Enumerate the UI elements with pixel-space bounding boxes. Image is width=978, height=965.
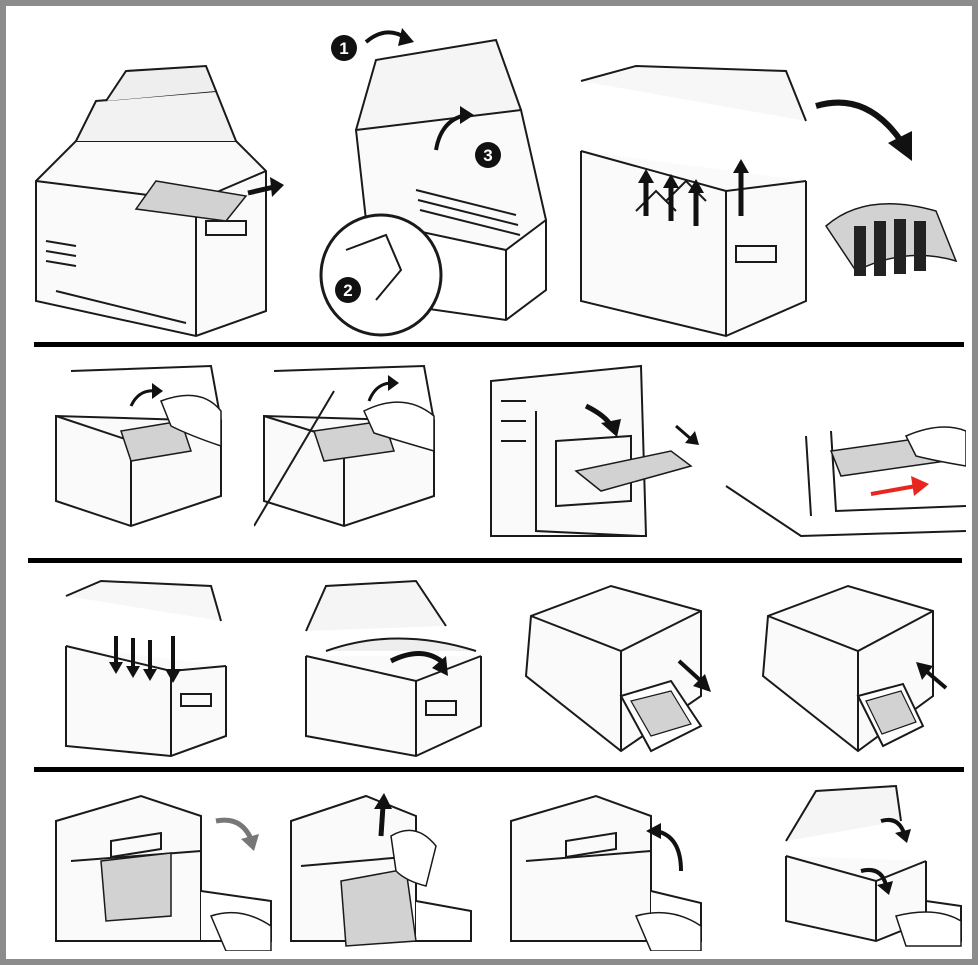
step-badge-1: 1 <box>331 35 357 61</box>
hand-icon <box>160 394 222 448</box>
hand-icon <box>904 426 966 467</box>
straight-arrow-icon <box>916 662 948 690</box>
panel-open-front-cover <box>51 791 276 951</box>
curved-arrow-icon <box>646 823 683 872</box>
drum-stack-on-paper <box>825 202 958 276</box>
curved-arrow-icon <box>215 817 259 851</box>
accent-arrow-icon <box>870 476 929 496</box>
curved-arrow-icon <box>584 403 621 437</box>
straight-arrow-icon <box>677 659 711 692</box>
straight-arrow-icon <box>374 793 392 837</box>
hand-icon <box>390 829 437 887</box>
paper-sheet-icon <box>630 690 692 737</box>
row-divider-2 <box>28 558 962 563</box>
hand-icon <box>895 911 962 947</box>
svg-text:3: 3 <box>483 146 492 165</box>
paper-sheet-icon <box>865 690 917 735</box>
paper-sheet-icon <box>574 450 693 492</box>
row-divider-3 <box>34 767 964 772</box>
row-divider-1 <box>34 342 964 347</box>
panel-reinstall-drums <box>61 576 231 761</box>
curved-arrow-icon <box>364 28 414 46</box>
panel-close-front-cover <box>506 791 706 951</box>
panel-pull-out-tray <box>521 576 736 761</box>
curved-arrow-icon <box>434 106 474 151</box>
hand-icon <box>209 911 272 951</box>
paper-sheet-icon <box>340 868 417 947</box>
curved-arrow-icon <box>129 383 163 407</box>
curved-arrow-icon <box>860 868 893 895</box>
step-badge-2: 2 <box>335 277 361 303</box>
hand-icon <box>634 911 702 951</box>
straight-arrow-icon <box>675 424 699 445</box>
panel-pull-jammed-paper-up <box>286 791 476 951</box>
panel-remove-image-drums <box>576 61 966 341</box>
curved-arrow-icon <box>389 651 448 676</box>
panel-close-top-cover <box>296 576 486 761</box>
panel-remove-paper-fuser-b <box>254 361 439 536</box>
step-badge-3: 3 <box>475 142 501 168</box>
panel-remove-paper-fuser-a <box>51 361 226 531</box>
straight-arrow-icon <box>247 177 284 197</box>
straight-arrow-icon <box>643 171 744 226</box>
straight-arrow-icon <box>114 636 175 671</box>
svg-text:2: 2 <box>343 281 352 300</box>
paper-sheet-icon <box>120 420 192 462</box>
paper-sheet-icon <box>100 852 172 922</box>
panel-open-top-cover-steps: 1 2 3 <box>306 20 561 342</box>
svg-text:1: 1 <box>339 39 348 58</box>
panel-lower-scanner <box>776 781 966 951</box>
magnifier-inset <box>319 213 443 337</box>
panel-push-in-tray <box>758 576 963 761</box>
panel-rear-exit-remove-paper <box>481 361 711 546</box>
curved-arrow-icon <box>880 817 911 843</box>
paper-sheet-icon <box>134 180 248 222</box>
curved-arrow-icon <box>815 99 912 161</box>
curved-arrow-icon <box>367 375 399 402</box>
panel-open-scanner-remove-paper <box>16 61 286 341</box>
panel-duplex-pull-paper <box>721 406 966 546</box>
hand-icon <box>363 401 435 452</box>
